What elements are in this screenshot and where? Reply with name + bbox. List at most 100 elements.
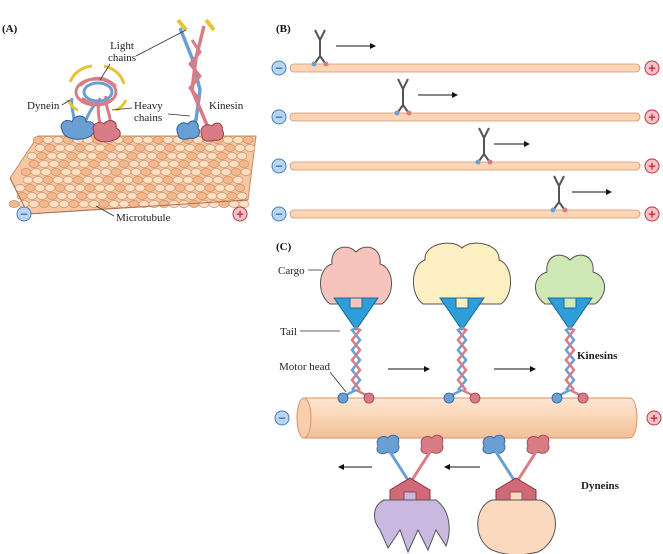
tubulin-subunit: [98, 160, 110, 168]
tubulin-subunit: [164, 144, 176, 152]
arrow-kinesin-2: [494, 366, 536, 372]
tubulin-subunit: [52, 176, 64, 184]
tubulin-subunit: [82, 176, 94, 184]
dynein-motor-head: [376, 434, 400, 454]
motor-head: [469, 392, 481, 404]
direction-arrow: [336, 43, 376, 49]
mini-kinesin: [394, 78, 412, 116]
tubulin-subunit: [36, 192, 48, 200]
tubulin-subunit: [200, 168, 212, 176]
tubulin-subunit: [78, 200, 90, 208]
panel-a-label: (A): [2, 23, 18, 35]
tubulin-subunit: [146, 192, 158, 200]
dyneins-label: Dyneins: [581, 480, 620, 492]
tubulin-subunit: [134, 144, 146, 152]
light-chains-label-2: chains: [108, 52, 136, 64]
plus-end-c: +: [646, 410, 662, 426]
minus-end-a: −: [16, 206, 32, 222]
tubulin-subunit: [106, 192, 118, 200]
tubulin-subunit: [160, 168, 172, 176]
tubulin-subunit: [158, 200, 170, 208]
tubulin-subunit: [196, 152, 208, 160]
tubulin-subunit: [186, 192, 198, 200]
kinesin-c-3: [535, 254, 605, 404]
tubulin-subunit: [206, 152, 218, 160]
tubulin-subunit: [24, 184, 36, 192]
tubulin-subunit: [74, 184, 86, 192]
microtubule-c: [296, 397, 638, 439]
kinesin-label: Kinesin: [209, 100, 244, 112]
dynein-motor-head: [420, 434, 444, 454]
tubulin-subunit: [204, 184, 216, 192]
tubulin-subunit: [64, 144, 76, 152]
tubulin-subunit: [236, 152, 248, 160]
tubulin-subunit: [202, 176, 214, 184]
tail-label: Tail: [280, 326, 297, 338]
walk-step-1: −+: [271, 29, 660, 76]
tubulin-subunit: [84, 184, 96, 192]
tubulin-subunit: [216, 152, 228, 160]
tubulin-subunit: [232, 136, 244, 144]
tubulin-subunit: [44, 144, 56, 152]
motor-head: [551, 392, 563, 404]
tubulin-subunit: [158, 160, 170, 168]
tubulin-subunit: [214, 144, 226, 152]
tubulin-subunit: [162, 176, 174, 184]
tubulin-subunit: [34, 184, 46, 192]
tubulin-subunit: [94, 184, 106, 192]
heavy-chains-label-2: chains: [134, 112, 162, 124]
mini-kinesin: [311, 29, 329, 67]
minus-sign: −: [20, 207, 28, 222]
microtubule-lattice: [8, 135, 257, 215]
tubulin-subunit: [118, 200, 130, 208]
tubulin-subunit: [54, 184, 66, 192]
tubulin-subunit: [46, 152, 58, 160]
tubulin-subunit: [188, 160, 200, 168]
dynein-motor-head: [526, 434, 550, 454]
tubulin-subunit: [116, 152, 128, 160]
tubulin-subunit: [70, 168, 82, 176]
direction-arrow: [572, 189, 612, 195]
panel-c-label: (C): [276, 241, 292, 253]
dynein-a: [60, 64, 128, 143]
cargo-blob: [320, 246, 392, 305]
tubulin-subunit: [68, 160, 80, 168]
motor-head: [337, 392, 349, 404]
tubulin-subunit: [198, 200, 210, 208]
tubulin-subunit: [28, 200, 40, 208]
kinesins-group: [320, 242, 605, 404]
microtubule-track: [289, 112, 641, 122]
tubulin-subunit: [28, 160, 40, 168]
direction-arrow: [494, 141, 530, 147]
dynein-c-1: [374, 434, 450, 554]
tubulin-subunit: [68, 200, 80, 208]
tubulin-subunit: [162, 136, 174, 144]
plus-sign: +: [648, 61, 656, 76]
tubulin-subunit: [186, 152, 198, 160]
tubulin-subunit: [210, 168, 222, 176]
tubulin-subunit: [92, 176, 104, 184]
plus-sign: +: [650, 411, 658, 426]
tubulin-subunit: [138, 160, 150, 168]
cargo-blob: [374, 499, 450, 554]
mini-kinesin: [550, 175, 568, 213]
tubulin-subunit: [174, 184, 186, 192]
tubulin-subunit: [58, 200, 70, 208]
dynein-motor-head: [482, 434, 506, 454]
tubulin-subunit: [154, 184, 166, 192]
tubulin-subunit: [22, 176, 34, 184]
tubulin-subunit: [56, 152, 68, 160]
tubulin-subunit: [78, 160, 90, 168]
panel-a: (A) Light ch: [2, 18, 257, 224]
tubulin-subunit: [234, 184, 246, 192]
tubulin-subunit: [180, 168, 192, 176]
tubulin-subunit: [184, 144, 196, 152]
tubulin-subunit: [102, 176, 114, 184]
tubulin-subunit: [64, 184, 76, 192]
tubulin-subunit: [240, 168, 252, 176]
tubulin-subunit: [194, 184, 206, 192]
tubulin-subunit: [48, 200, 60, 208]
tubulin-subunit: [110, 168, 122, 176]
tubulin-subunit: [208, 160, 220, 168]
minus-end-b: −: [271, 60, 287, 76]
